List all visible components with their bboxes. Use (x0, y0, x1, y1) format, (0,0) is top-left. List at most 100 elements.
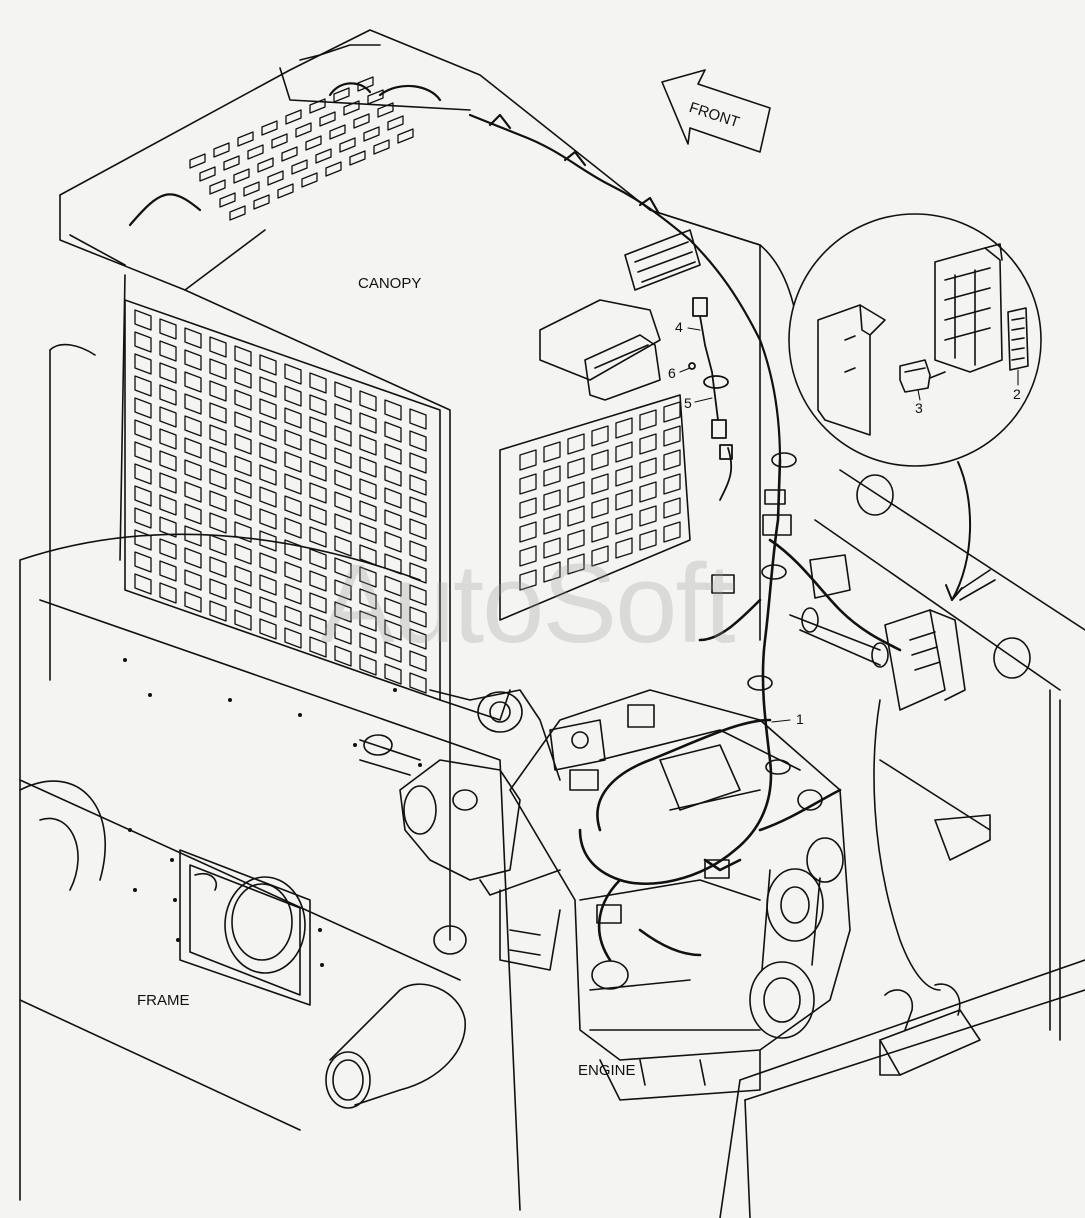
mesh-cell (234, 433, 252, 455)
mesh-cell (159, 472, 177, 494)
mesh-cell (159, 450, 177, 472)
mesh-cell (134, 353, 152, 375)
harness-connectors (569, 452, 797, 924)
relay-box (789, 554, 966, 711)
mesh-cell (409, 540, 427, 562)
mesh-cell (409, 452, 427, 474)
mesh-cell (343, 100, 360, 116)
mesh-cell (234, 411, 252, 433)
canopy-side-mesh (134, 309, 427, 694)
mesh-cell (159, 538, 177, 560)
mesh-cell (384, 421, 402, 443)
rear-light (584, 334, 661, 401)
mesh-cell (353, 113, 370, 129)
mesh-cell (184, 481, 202, 503)
mesh-cell (615, 417, 633, 439)
mesh-cell (159, 384, 177, 406)
mesh-cell (397, 128, 414, 144)
mesh-cell (259, 486, 277, 508)
mesh-cell (259, 552, 277, 574)
mesh-cell (284, 363, 302, 385)
mesh-cell (134, 485, 152, 507)
mesh-cell (219, 192, 236, 208)
mesh-cell (543, 513, 561, 535)
mesh-cell (159, 428, 177, 450)
mesh-cell (384, 465, 402, 487)
mesh-cell (209, 402, 227, 424)
mesh-cell (615, 537, 633, 559)
mesh-cell (284, 539, 302, 561)
mesh-cell (237, 131, 254, 147)
mesh-cell (615, 489, 633, 511)
mesh-cell (295, 122, 312, 138)
mesh-cell (281, 146, 298, 162)
mesh-cell (184, 569, 202, 591)
mesh-cell (359, 632, 377, 654)
mesh-cell (134, 463, 152, 485)
mesh-cell (284, 561, 302, 583)
mesh-cell (284, 429, 302, 451)
mesh-cell (409, 408, 427, 430)
mesh-cell (234, 521, 252, 543)
mesh-cell (229, 205, 246, 221)
mesh-cell (285, 109, 302, 125)
mesh-cell (349, 150, 366, 166)
mesh-cell (409, 650, 427, 672)
mesh-cell (184, 503, 202, 525)
roof-harness (128, 82, 782, 462)
mesh-cell (384, 443, 402, 465)
mesh-cell (519, 449, 537, 471)
mesh-cell (384, 663, 402, 685)
mesh-cell (639, 505, 657, 527)
mesh-cell (663, 497, 681, 519)
mesh-cell (591, 545, 609, 567)
mesh-cell (663, 521, 681, 543)
mesh-cell (234, 609, 252, 631)
mesh-cell (284, 583, 302, 605)
floor-lines (719, 959, 1085, 1218)
right-wall (814, 469, 1085, 1041)
mesh-cell (209, 424, 227, 446)
mesh-cell (325, 161, 342, 177)
mesh-cell (409, 628, 427, 650)
mesh-cell (259, 420, 277, 442)
mesh-cell (134, 441, 152, 463)
mesh-cell (209, 179, 226, 195)
mesh-cell (301, 172, 318, 188)
mesh-cell (234, 477, 252, 499)
mesh-cell (209, 534, 227, 556)
mesh-cell (134, 573, 152, 595)
mesh-cell (134, 375, 152, 397)
mesh-cell (233, 168, 250, 184)
callout-6: 6 (668, 365, 676, 381)
mesh-cell (309, 98, 326, 114)
mesh-cell (209, 358, 227, 380)
mesh-cell (519, 497, 537, 519)
mesh-cell (639, 481, 657, 503)
hydraulic-pump (359, 689, 606, 971)
mesh-cell (359, 588, 377, 610)
mesh-cell (315, 148, 332, 164)
relay-part-3 (899, 359, 946, 393)
canopy-rear-mesh (519, 401, 681, 591)
mesh-cell (247, 144, 264, 160)
mesh-cell (159, 582, 177, 604)
mesh-cell (334, 513, 352, 535)
mesh-cell (639, 433, 657, 455)
mesh-cell (271, 133, 288, 149)
mesh-cell (615, 513, 633, 535)
mesh-cell (309, 548, 327, 570)
engine-pulleys (591, 789, 844, 1039)
mesh-cell (384, 553, 402, 575)
mesh-cell (309, 570, 327, 592)
mesh-cell (209, 468, 227, 490)
mesh-cell (309, 504, 327, 526)
mesh-cell (184, 459, 202, 481)
mesh-cell (209, 490, 227, 512)
mesh-cell (409, 496, 427, 518)
mesh-cell (159, 494, 177, 516)
mesh-cell (184, 591, 202, 613)
mesh-cell (184, 437, 202, 459)
mesh-cell (639, 409, 657, 431)
mesh-cell (284, 627, 302, 649)
